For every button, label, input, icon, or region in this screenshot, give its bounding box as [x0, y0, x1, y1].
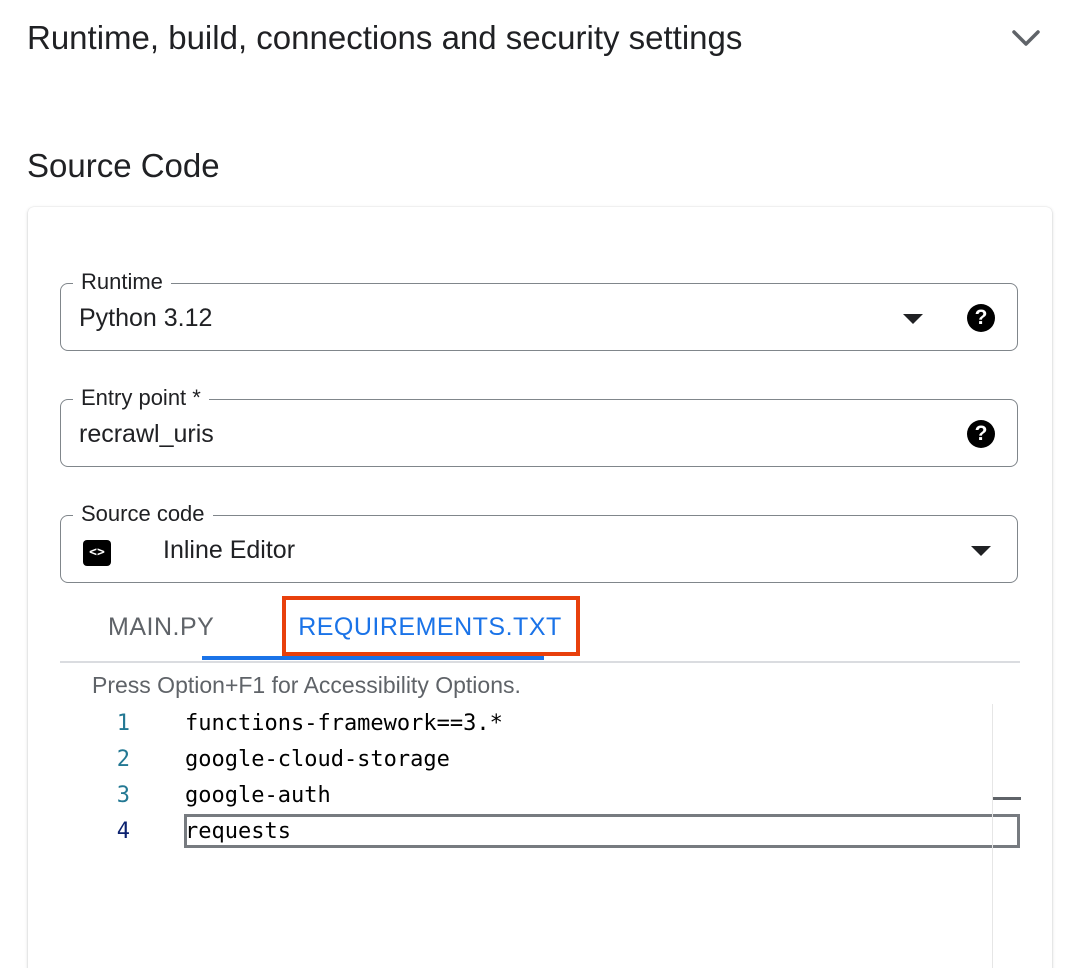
runtime-label: Runtime — [73, 268, 171, 296]
code-line[interactable]: 2 google-cloud-storage — [60, 742, 1020, 778]
line-text[interactable]: google-cloud-storage — [185, 747, 450, 772]
dropdown-arrow-icon[interactable] — [971, 546, 991, 556]
accessibility-hint: Press Option+F1 for Accessibility Option… — [92, 672, 521, 698]
runtime-select[interactable]: Runtime Python 3.12 ? — [60, 268, 1018, 351]
tabs-divider — [60, 661, 1020, 663]
tab-requirements-txt[interactable]: REQUIREMENTS.TXT — [298, 613, 562, 641]
source-code-value: Inline Editor — [163, 536, 296, 564]
runtime-value: Python 3.12 — [79, 304, 213, 332]
line-text[interactable]: google-auth — [185, 783, 331, 808]
active-tab-indicator — [202, 656, 544, 660]
scroll-cursor-marker — [993, 797, 1021, 800]
line-number: 4 — [116, 819, 130, 844]
code-icon: <> — [83, 540, 111, 566]
file-tabs: MAIN.PY REQUIREMENTS.TXT — [60, 594, 1020, 663]
line-number: 2 — [116, 747, 130, 772]
code-line[interactable]: 1 functions-framework==3.* — [60, 706, 1020, 742]
entry-point-label: Entry point * — [73, 384, 209, 412]
code-line[interactable]: 4 requests — [60, 814, 1020, 850]
line-text[interactable]: functions-framework==3.* — [185, 711, 503, 736]
chevron-down-icon[interactable] — [1010, 24, 1042, 52]
line-number: 1 — [116, 711, 130, 736]
source-code-label: Source code — [73, 500, 213, 528]
editor-scrollbar[interactable] — [992, 704, 1021, 968]
line-text[interactable]: requests — [185, 819, 291, 844]
help-icon[interactable]: ? — [967, 420, 995, 448]
line-number: 3 — [116, 783, 130, 808]
current-line-highlight — [184, 814, 1020, 848]
code-editor[interactable]: 1 functions-framework==3.* 2 google-clou… — [60, 704, 1021, 968]
entry-point-value: recrawl_uris — [79, 420, 214, 448]
dropdown-arrow-icon[interactable] — [903, 314, 923, 324]
expander-title: Runtime, build, connections and security… — [27, 19, 743, 56]
source-code-select[interactable]: Source code <> Inline Editor — [60, 500, 1018, 583]
entry-point-field[interactable]: Entry point * recrawl_uris ? — [60, 384, 1018, 467]
runtime-settings-expander[interactable]: Runtime, build, connections and security… — [0, 0, 1084, 80]
section-title: Source Code — [27, 147, 220, 184]
help-icon[interactable]: ? — [967, 304, 995, 332]
code-line[interactable]: 3 google-auth — [60, 778, 1020, 814]
tab-main-py[interactable]: MAIN.PY — [108, 613, 215, 641]
